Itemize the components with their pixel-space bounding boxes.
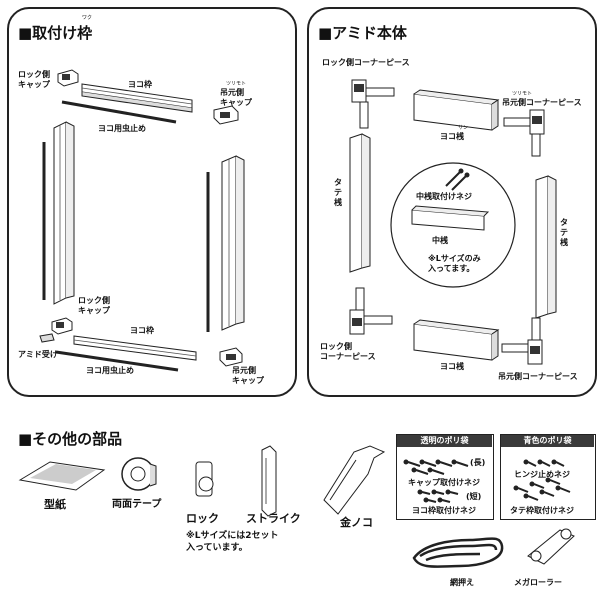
long-label: (長) — [470, 458, 486, 467]
tape-label: 両面テープ — [112, 499, 162, 510]
hanging-corner-top-label: 吊元側コーナーピース — [502, 98, 582, 107]
screen-spline-icon — [412, 537, 504, 568]
frame-title: ■取付け枠 — [18, 24, 93, 42]
yoko-waku-top-icon — [81, 83, 193, 113]
frame-drawing — [39, 69, 245, 372]
hinge-screw-label: ヒンジ止めネジ — [514, 470, 570, 479]
lock-cap-bottom-icon — [51, 317, 73, 335]
lock-corner-bottom-icon — [349, 287, 393, 335]
yoko-screw-label: ヨコ枠取付けネジ — [412, 506, 476, 515]
pattern-paper-icon — [18, 461, 106, 491]
mega-roller-icon — [527, 528, 575, 565]
cap-screw-long-icon — [403, 459, 469, 475]
naka-san-label: 中桟 — [432, 236, 448, 245]
short-label: (短) — [466, 492, 482, 501]
hanging-corner-top-icon — [503, 109, 545, 157]
hanging-cap-label: 吊元側 キャップ — [220, 88, 252, 107]
lock-part-icon — [195, 461, 214, 497]
yoko-san-bottom-icon — [413, 319, 500, 361]
screen-drawing — [349, 79, 557, 365]
yoko-insect-top-icon — [61, 100, 177, 124]
l-size-set-note: ※Lサイズには2セット 入っています。 — [186, 531, 279, 553]
strike-label: ストライク — [246, 512, 301, 525]
screw-icon — [445, 168, 470, 191]
yoko-san-top-icon — [413, 89, 500, 131]
mega-roller-label: メガローラー — [514, 578, 562, 587]
lock-corner-bottom-label: ロック側 コーナーピース — [320, 342, 376, 361]
tate-waku-left-icon — [53, 121, 75, 305]
tate-screw-label: タテ枠取付けネジ — [510, 506, 574, 515]
hanging-corner-bottom-icon — [501, 317, 543, 365]
tate-san-right-icon — [535, 175, 557, 319]
tate-waku-right-icon — [221, 155, 245, 331]
hacksaw-icon — [323, 445, 386, 515]
tate-screw-icon — [513, 477, 571, 501]
lock-corner-top-label: ロック側コーナーピース — [322, 58, 410, 67]
tate-san-left-label: タ テ 桟 — [334, 178, 342, 207]
tate-san-left-icon — [349, 133, 371, 273]
frame-title-ruby: ワク — [82, 15, 93, 21]
yoko-san-top-label: ヨコ桟 — [440, 132, 464, 141]
yoko-insect-bottom-icon — [55, 350, 179, 372]
saw-label: 金ノコ — [340, 516, 373, 529]
yoko-san-top-ruby: サン — [458, 125, 469, 131]
yoko-insect-bottom-label: ヨコ用虫止め — [86, 366, 134, 375]
clear-bag-title: 透明のポリ袋 — [397, 435, 492, 447]
yoko-san-bottom-label: ヨコ桟 — [440, 362, 464, 371]
lock-label: ロック — [186, 512, 219, 525]
hanging-corner-ruby: ツリモト — [512, 91, 533, 97]
lock-cap-icon — [57, 69, 79, 87]
hanging-cap-bottom-label: 吊元側 キャップ — [232, 366, 264, 385]
lock-cap-bottom-label: ロック側 キャップ — [78, 296, 110, 315]
amido-uke-label: アミド受け — [18, 350, 58, 359]
yoko-waku-top-label: ヨコ枠 — [128, 80, 152, 89]
lock-cap-label: ロック側 キャップ — [18, 70, 50, 89]
yoko-screw-short-icon — [417, 489, 459, 503]
blue-bag-title: 青色のポリ袋 — [501, 435, 594, 447]
blue-bag-box — [500, 434, 596, 520]
double-sided-tape-icon — [121, 457, 157, 491]
tate-san-right-label: タ テ 桟 — [560, 218, 568, 247]
yoko-insect-top-label: ヨコ用虫止め — [98, 124, 146, 133]
yoko-waku-bottom-label: ヨコ枠 — [130, 326, 154, 335]
naka-san-icon — [411, 205, 490, 231]
strike-part-icon — [261, 445, 277, 517]
hanging-cap-ruby: ツリモト — [226, 81, 247, 87]
l-size-note: ※Lサイズのみ 入ってます。 — [428, 254, 481, 273]
other-title: ■その他の部品 — [18, 430, 123, 448]
katagami-label: 型紙 — [44, 498, 66, 511]
cap-screw-label: キャップ取付けネジ — [408, 478, 480, 487]
lock-corner-top-icon — [351, 79, 395, 129]
amido-uke-icon — [39, 333, 55, 343]
hanging-cap-icon — [213, 105, 239, 125]
clear-bag-box — [396, 434, 494, 520]
hinge-screw-icon — [523, 459, 565, 467]
yoko-waku-bottom-icon — [73, 335, 197, 361]
hanging-cap-bottom-icon — [219, 347, 243, 367]
naka-screw-label: 中桟取付けネジ — [416, 192, 472, 201]
net-press-label: 網押え — [450, 578, 474, 587]
screen-title: ■アミド本体 — [318, 24, 407, 42]
hanging-corner-bottom-label: 吊元側コーナーピース — [498, 372, 578, 381]
